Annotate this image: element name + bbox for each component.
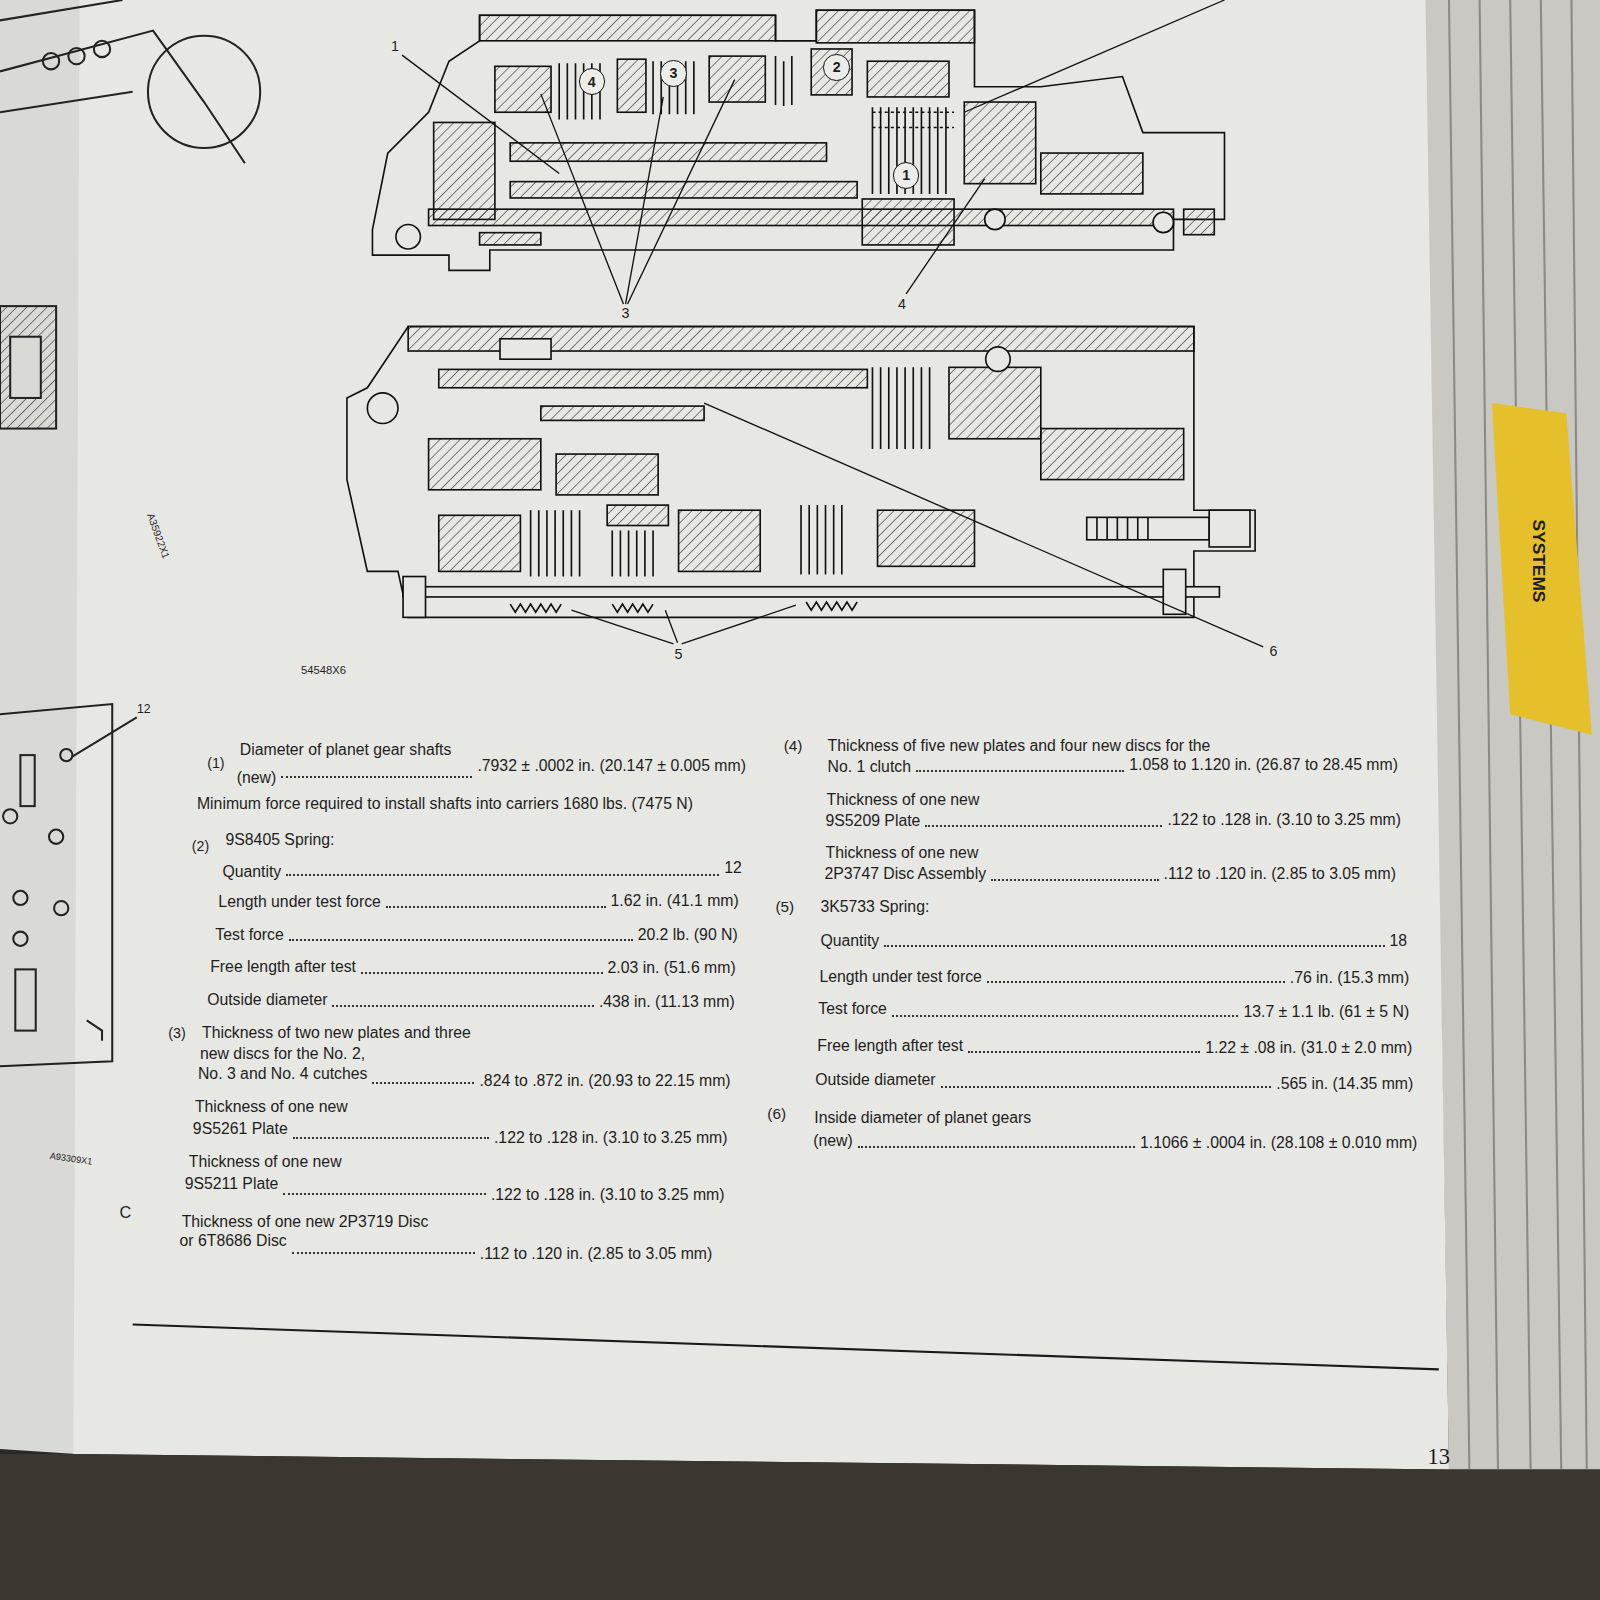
callout-number: 1 [902,167,910,183]
spec-text: Test force [818,1000,886,1018]
figure-code: 54548X6 [301,664,346,677]
spec-value: 2.03 in. (51.6 mm) [608,959,736,977]
spec-value: 18 [1390,932,1408,950]
spec-text: new discs for the No. 2, [200,1045,365,1063]
spec-text: Thickness of two new plates and three [202,1024,471,1042]
dot-leader [283,1193,486,1195]
spec-value: .565 in. (14.35 mm) [1276,1075,1413,1093]
spec-text: Thickness of five new plates and four ne… [828,737,1211,755]
circled-callout: 4 [579,68,606,95]
dot-leader [289,939,633,941]
dot-leader [884,945,1384,947]
callout-number: 6 [1270,643,1278,659]
dot-leader [372,1082,474,1084]
spec-value: .824 to .872 in. (20.93 to 22.15 mm) [479,1072,730,1090]
callout-number: 3 [669,65,677,81]
spec-text: 3K5733 Spring: [820,898,929,916]
dot-leader [293,1137,489,1139]
spec-text: or 6T8686 Disc [180,1232,287,1250]
spec-text: Outside diameter [815,1070,935,1088]
circled-callout: 1 [893,162,920,189]
spec-text: 2P3747 Disc Assembly [824,865,986,883]
margin-letter: C [120,1203,132,1222]
spec-text: Inside diameter of planet gears [814,1109,1031,1127]
spec-text: Thickness of one new [827,791,980,809]
spec-text: 9S5209 Plate [826,812,921,830]
spec-text: Outside diameter [207,991,327,1009]
spec-text: Thickness of one new [195,1098,348,1116]
spec-text: Length under test force [819,967,981,985]
spec-value: .122 to .128 in. (3.10 to 3.25 mm) [1167,811,1401,829]
callout-number: 4 [588,74,596,90]
dot-leader [968,1051,1200,1053]
spec-text: Quantity [222,863,281,881]
dot-leader [361,972,603,974]
callout-number: 2 [833,59,841,75]
spec-value: 1.22 ± .08 in. (31.0 ± 2.0 mm) [1205,1039,1412,1057]
spec-value: .122 to .128 in. (3.10 to 3.25 mm) [494,1129,728,1147]
dot-leader [386,906,606,908]
spec-value: 12 [724,859,742,877]
spec-value: .76 in. (15.3 mm) [1290,968,1409,986]
spec-value: 1.058 to 1.120 in. (26.87 to 28.45 mm) [1129,756,1398,774]
spec-text: 9S5261 Plate [193,1119,288,1137]
circled-callout: 2 [823,54,850,81]
spec-text: No. 3 and No. 4 cutches [198,1065,367,1083]
spec-text: Thickness of one new [826,844,979,862]
callout-number: 5 [675,646,683,662]
dot-leader [292,1252,475,1254]
dot-leader [987,981,1285,983]
spec-text: Test force [215,926,283,944]
spec-text: Length under test force [218,893,380,911]
spec-value: .438 in. (11.13 mm) [599,993,735,1011]
dot-leader [991,879,1158,881]
dot-leader [916,770,1124,772]
spec-value: .122 to .128 in. (3.10 to 3.25 mm) [491,1186,725,1204]
spec-value: .112 to .120 in. (2.85 to 3.05 mm) [480,1245,712,1263]
item-number: (1) [207,755,224,771]
spec-text: 9S5211 Plate [185,1175,279,1193]
spec-text: (new) [813,1132,853,1150]
tab-label: SYSTEMS [1528,520,1548,603]
spec-text: Thickness of one new 2P3719 Disc [182,1213,429,1231]
item-number: (6) [767,1105,786,1123]
dot-leader [941,1086,1272,1088]
spec-text: (new) [237,768,277,786]
callout-number: 12 [137,702,151,716]
item-number: (5) [776,898,795,916]
spec-text: Minimum force required to install shafts… [197,795,693,813]
dot-leader [925,825,1162,827]
spec-value: 1.62 in. (41.1 mm) [611,892,739,910]
spec-text: Quantity [820,932,879,950]
page-number: 13 [1428,1444,1450,1470]
callout-number: 3 [622,305,630,321]
dot-leader [286,874,719,876]
spec-text: Thickness of one new [189,1153,342,1171]
item-number: (4) [784,737,803,755]
circled-callout: 3 [660,60,687,87]
dot-leader [332,1005,593,1007]
spec-value: .112 to .120 in. (2.85 to 3.05 mm) [1164,865,1396,883]
spec-text: Free length after test [817,1037,963,1055]
callout-number: 1 [391,38,399,54]
spec-value: .7932 ± .0002 in. (20.147 ± 0.005 mm) [477,757,746,775]
spec-text: No. 1 clutch [828,758,911,776]
dot-leader [858,1146,1135,1148]
spec-value: 1.1066 ± .0004 in. (28.108 ± 0.010 mm) [1140,1134,1417,1152]
dot-leader [281,776,472,778]
dot-leader [892,1015,1239,1017]
spec-text: 9S8405 Spring: [226,831,335,849]
item-number: (3) [168,1024,185,1040]
spec-value: 13.7 ± 1.1 lb. (61 ± 5 N) [1243,1003,1409,1021]
spec-value: 20.2 lb. (90 N) [638,926,738,944]
spec-text: Free length after test [210,958,356,976]
spec-text: Diameter of planet gear shafts [240,741,452,759]
item-number: (2) [192,838,209,854]
callout-number: 4 [898,296,906,312]
